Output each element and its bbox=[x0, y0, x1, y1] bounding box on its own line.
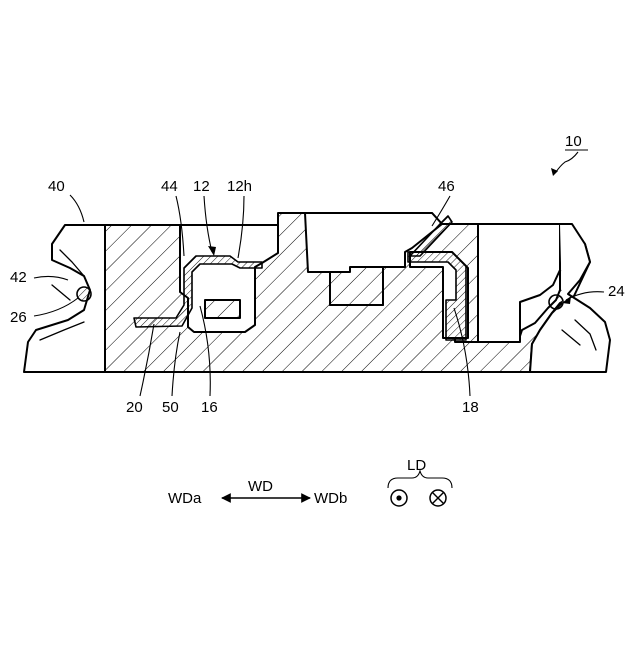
left-end-cap bbox=[24, 225, 105, 372]
label-18: 18 bbox=[462, 399, 479, 416]
ref-number-arrow bbox=[551, 168, 558, 176]
label-40: 40 bbox=[48, 178, 65, 195]
leader-26 bbox=[34, 298, 78, 316]
label-12: 12 bbox=[193, 178, 210, 195]
wda-label: WDa bbox=[168, 490, 202, 507]
label-50: 50 bbox=[162, 399, 179, 416]
o-ring-24 bbox=[549, 295, 563, 309]
left-cavity-island bbox=[205, 300, 240, 318]
cross-in-circle-icon bbox=[430, 490, 446, 506]
ref-number-leader bbox=[556, 152, 578, 172]
ld-label: LD bbox=[407, 457, 426, 474]
label-42: 42 bbox=[10, 269, 27, 286]
label-26: 26 bbox=[10, 309, 27, 326]
leader-40 bbox=[70, 195, 84, 222]
leader-42 bbox=[34, 276, 68, 280]
ref-number-10: 10 bbox=[565, 133, 582, 150]
label-12h: 12h bbox=[227, 178, 252, 195]
label-24: 24 bbox=[608, 283, 625, 300]
wd-label: WD bbox=[248, 478, 273, 495]
label-20: 20 bbox=[126, 399, 143, 416]
label-16: 16 bbox=[201, 399, 218, 416]
label-44: 44 bbox=[161, 178, 178, 195]
wdb-label: WDb bbox=[314, 490, 347, 507]
dot-in-circle-icon bbox=[391, 490, 407, 506]
central-core bbox=[330, 267, 383, 305]
o-ring-26 bbox=[77, 287, 91, 301]
label-46: 46 bbox=[438, 178, 455, 195]
